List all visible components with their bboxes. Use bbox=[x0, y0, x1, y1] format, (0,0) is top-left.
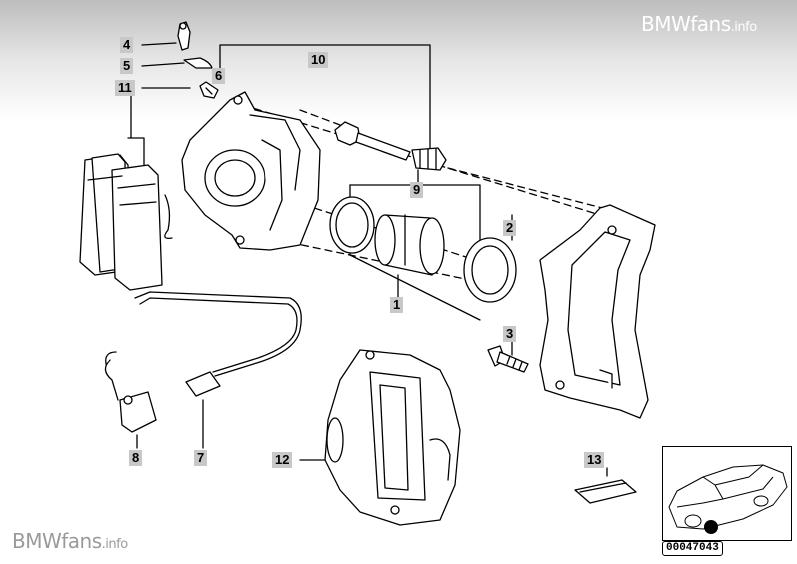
callout-7: 7 bbox=[194, 450, 208, 466]
watermark-bottom-text: BMWfans bbox=[12, 529, 102, 553]
callout-13: 13 bbox=[584, 452, 605, 468]
callout-4: 4 bbox=[120, 37, 134, 53]
callout-3: 3 bbox=[503, 326, 517, 342]
watermark-bottom-suffix: .info bbox=[101, 537, 129, 552]
brake-pads bbox=[79, 137, 173, 291]
vehicle-location-thumbnail bbox=[662, 446, 792, 541]
part-number: 00047043 bbox=[662, 541, 723, 556]
piston-kit bbox=[329, 196, 517, 303]
callout-2: 2 bbox=[503, 220, 517, 236]
watermark-bottom: BMWfans.info bbox=[12, 529, 128, 553]
carrier-bolt bbox=[487, 345, 529, 373]
callout-1: 1 bbox=[390, 297, 404, 313]
car-outline-icon bbox=[668, 464, 788, 534]
callout-8: 8 bbox=[129, 450, 143, 466]
sensor-connector bbox=[104, 351, 157, 433]
indicator-label bbox=[574, 479, 637, 504]
callout-12: 12 bbox=[272, 452, 293, 468]
watermark-top-text: BMWfans bbox=[641, 12, 731, 36]
caliper-carrier bbox=[539, 204, 656, 419]
bleeder-clip-bolt bbox=[177, 21, 219, 99]
callout-10: 10 bbox=[308, 52, 329, 68]
caliper-housing bbox=[181, 91, 321, 251]
watermark-top: BMWfans.info bbox=[641, 12, 757, 36]
guide-pin bbox=[334, 121, 447, 171]
callout-9: 9 bbox=[410, 182, 424, 198]
callout-6: 6 bbox=[212, 68, 226, 84]
wear-sensor bbox=[134, 291, 302, 397]
caliper-assembly bbox=[324, 349, 461, 526]
watermark-top-suffix: .info bbox=[730, 20, 758, 35]
callout-5: 5 bbox=[120, 58, 134, 74]
callout-11: 11 bbox=[115, 80, 135, 96]
